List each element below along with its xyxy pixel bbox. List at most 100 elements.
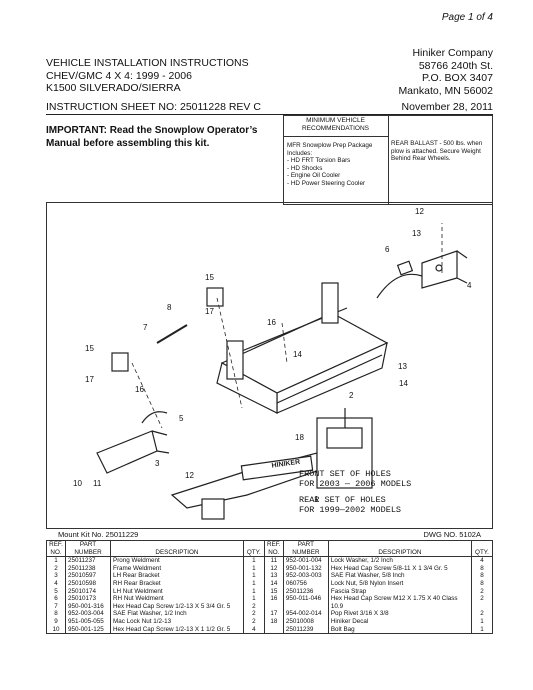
qty-cell: 2: [471, 587, 493, 596]
description-header: DESCRIPTION: [110, 539, 244, 558]
callout-18: 18: [295, 433, 304, 442]
hole-note-line: FRONT SET OF HOLES: [299, 469, 391, 479]
document-date: November 28, 2011: [401, 101, 493, 113]
header-rule: [46, 114, 493, 115]
qty-cell: 2: [242, 602, 265, 611]
qty-cell: [471, 602, 493, 611]
callout-5: 5: [179, 414, 184, 423]
qty-cell: 2: [242, 610, 265, 618]
callout-4: 4: [467, 281, 472, 290]
qty-cell: 2: [242, 617, 265, 626]
part-number-cell: 950-001-132: [282, 564, 329, 573]
ref-header: REF. NO.: [46, 539, 66, 558]
assembly-guide-lines: [131, 223, 443, 429]
hole-notes: FRONT SET OF HOLES FOR 2003 — 2006 MODEL…: [299, 469, 411, 515]
hole-note-line: REAR SET OF HOLES: [299, 495, 386, 505]
qty-cell: 2: [471, 595, 493, 603]
part-number-cell: 25010173: [65, 595, 111, 603]
qty-cell: 8: [471, 579, 493, 588]
callout-17: 17: [205, 307, 214, 316]
ref-cell: 1: [46, 556, 66, 565]
callout-12: 12: [415, 207, 424, 216]
page-number: Page 1 of 4: [441, 12, 493, 23]
frame-weldment: [216, 282, 389, 414]
lh-nut-weldment: [141, 411, 168, 424]
ref-cell: 2: [46, 564, 66, 573]
part-number-cell: 25010597: [65, 572, 111, 580]
recommendations-divider: [388, 115, 389, 205]
callout-13: 13: [412, 229, 421, 238]
ref-cell: 16: [263, 595, 284, 603]
callout-7: 7: [143, 323, 148, 332]
document-title: VEHICLE INSTALLATION INSTRUCTIONS CHEV/G…: [46, 57, 249, 95]
ref-cell: [263, 625, 284, 635]
description-cell: Mac Lock Nut 1/2-13: [110, 617, 244, 626]
callout-3: 3: [155, 459, 160, 468]
part-number-cell: 950-001-316: [65, 602, 111, 611]
mfr-item: - HD Shocks: [287, 164, 323, 172]
long-bolt: [156, 324, 188, 344]
qty-cell: 1: [471, 617, 493, 626]
important-note: IMPORTANT: Read the Snowplow Operator’s …: [46, 125, 258, 149]
hole-note-line: FOR 1999—2002 MODELS: [299, 505, 402, 515]
description-cell: Bolt Bag: [327, 625, 473, 635]
part-number-cell: 25011237: [65, 556, 111, 565]
part-header: PART NUMBER: [282, 539, 329, 558]
ref-cell: 5: [46, 587, 66, 596]
company-line: 58766 240th St.: [418, 59, 493, 72]
description-cell: LH Nut Weldment: [110, 587, 244, 596]
part-number-cell: [282, 602, 329, 611]
qty-cell: 4: [471, 556, 493, 565]
rh-rear-bracket: [421, 250, 468, 289]
part-number-cell: 25010174: [65, 587, 111, 596]
company-address: Hiniker Company 58766 240th St. P.O. BOX…: [398, 47, 493, 97]
qty-cell: 1: [242, 556, 265, 565]
callout-16: 16: [135, 385, 144, 394]
company-line: Hiniker Company: [412, 47, 493, 59]
qty-cell: 2: [471, 610, 493, 618]
mfr-item: - HD Power Steering Cooler: [287, 179, 366, 187]
ref-cell: [263, 602, 284, 611]
callout-6: 6: [385, 245, 390, 254]
part-header: PART NUMBER: [65, 539, 111, 558]
drawing-number: DWG NO. 5102A: [423, 530, 481, 539]
callout-11: 11: [93, 479, 102, 488]
ref-header: REF. NO.: [263, 539, 284, 558]
fascia-strap: [206, 287, 224, 307]
mfr-item: - Engine Oil Cooler: [287, 172, 341, 180]
callout-1: 1: [314, 495, 319, 504]
callout-17: 17: [85, 375, 94, 384]
company-line: Mankato, MN 56002: [398, 84, 493, 97]
part-number-cell: 060756: [282, 579, 329, 588]
description-cell: SAE Flat Washer, 5/8 Inch: [327, 572, 473, 580]
description-cell: Pop Rivet 3/16 X 3/8: [327, 610, 473, 618]
hole-note-line: FOR 2003 — 2006 MODELS: [299, 479, 412, 489]
callout-8: 8: [167, 303, 172, 312]
fascia-strap: [111, 352, 129, 372]
ref-cell: 14: [263, 579, 284, 588]
rh-nut-weldment: [376, 273, 423, 299]
callout-10: 10: [73, 479, 82, 488]
qty-cell: 1: [242, 572, 265, 580]
description-cell: SAE Flat Washer, 1/2 Inch: [110, 610, 244, 618]
qty-cell: 1: [242, 595, 265, 603]
mfr-text: MFR Snowplow Prep Package Includes:: [287, 142, 373, 157]
qty-cell: 1: [242, 564, 265, 573]
lh-rear-bracket: [96, 430, 170, 474]
mfr-item: - HD FRT Torsion Bars: [287, 157, 351, 165]
description-cell: LH Rear Bracket: [110, 572, 244, 580]
part-number-cell: 25010008: [282, 617, 329, 626]
callout-2: 2: [349, 391, 354, 400]
part-number-cell: 25011236: [282, 587, 329, 596]
ref-cell: 18: [263, 617, 284, 626]
callout-12: 12: [185, 471, 194, 480]
table-header-row: REF. NO. PART NUMBER DESCRIPTION QTY. RE…: [46, 539, 493, 558]
